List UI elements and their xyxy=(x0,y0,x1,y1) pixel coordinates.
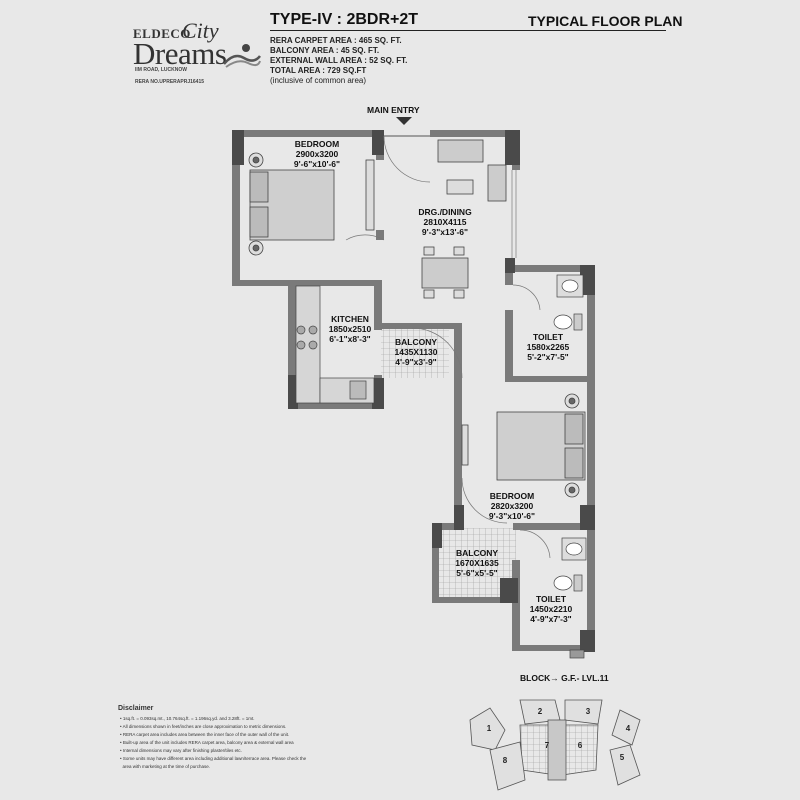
logo-road: IIM ROAD, LUCKNOW xyxy=(135,67,187,73)
toilet2-fixtures xyxy=(519,529,587,659)
logo-swoosh-icon xyxy=(223,44,261,68)
toilet2-label: TOILET 1450x2210 4'-9"x7'-3" xyxy=(522,594,580,624)
bedroom2-metric: 2820x3200 xyxy=(490,501,534,511)
balcony2-label: BALCONY 1670X1635 5'-6"x5'-5" xyxy=(446,548,508,578)
block-2-label: 2 xyxy=(538,707,543,716)
drg-dining-metric: 2810X4115 xyxy=(423,217,467,227)
block-7-label: 7 xyxy=(545,741,550,750)
bedroom1-imperial: 9'-6"x10'-6" xyxy=(293,159,341,169)
disclaimer-heading: Disclaimer xyxy=(118,705,154,712)
toilet2-metric: 1450x2210 xyxy=(529,604,573,614)
kitchen-furniture xyxy=(295,285,463,404)
kitchen-metric: 1850x2510 xyxy=(328,324,372,334)
plan-title: TYPICAL FLOOR PLAN xyxy=(528,13,683,29)
living-furniture xyxy=(421,139,517,299)
disclaimer-item: • All dimensions shown in feet/inches ar… xyxy=(120,724,287,729)
balcony2-name: BALCONY xyxy=(455,548,499,558)
key-plan-title: BLOCK→ G.F.- LVL.11 xyxy=(520,673,609,683)
disclaimer-item: • Built-up area of the unit includes RER… xyxy=(120,740,294,745)
balcony1-imperial: 4'-9"x3'-9" xyxy=(395,357,437,367)
toilet1-fixtures xyxy=(512,274,584,331)
header-divider xyxy=(270,30,666,31)
kitchen-imperial: 6'-1"x8'-3" xyxy=(329,334,371,344)
walls xyxy=(232,130,595,651)
block-3-label: 3 xyxy=(586,707,591,716)
disclaimer-item: • 1sq.ft. = 0.093sq.mt., 10.764sq.ft. = … xyxy=(120,716,255,721)
unit-type-title: TYPE-IV : 2BDR+2T xyxy=(270,11,419,28)
balcony1-label: BALCONY 1435X1130 4'-9"x3'-9" xyxy=(386,337,446,367)
logo-dreams: Dreams xyxy=(133,36,227,71)
block-1-label: 1 xyxy=(487,724,492,733)
block-6-label: 6 xyxy=(578,741,583,750)
logo-city: City xyxy=(182,18,219,43)
area-note: (inclusive of common area) xyxy=(270,76,367,85)
disclaimer-item: • Internal dimensions may vary after fin… xyxy=(120,748,242,753)
bedroom1-furniture xyxy=(248,152,385,256)
toilet1-label: TOILET 1580x2265 5'-2"x7'-5" xyxy=(518,332,578,362)
rera-carpet-area: RERA CARPET AREA : 465 SQ. FT. xyxy=(270,36,402,45)
drg-dining-label: DRG./DINING 2810X4115 9'-3"x13'-6" xyxy=(410,207,480,237)
key-plan-labels: 1 2 3 4 5 6 7 8 xyxy=(487,707,631,765)
external-wall-area: EXTERNAL WALL AREA : 52 SQ. FT. xyxy=(270,56,408,65)
bedroom2-label: BEDROOM 2820x3200 9'-3"x10'-6" xyxy=(477,491,547,521)
kitchen-name: KITCHEN xyxy=(331,314,369,324)
balcony1-name: BALCONY xyxy=(394,337,438,347)
block-8-label: 8 xyxy=(503,756,508,765)
toilet1-name: TOILET xyxy=(532,332,564,342)
balcony1-tiles xyxy=(381,328,449,378)
bedroom1-label: BEDROOM 2900x3200 9'-6"x10'-6" xyxy=(282,139,352,169)
disclaimer: Disclaimer • 1sq.ft. = 0.093sq.mt., 10.7… xyxy=(118,705,358,771)
balcony2-imperial: 5'-6"x5'-5" xyxy=(456,568,498,578)
toilet1-metric: 1580x2265 xyxy=(526,342,570,352)
kitchen-label: KITCHEN 1850x2510 6'-1"x8'-3" xyxy=(320,314,380,344)
block-4-label: 4 xyxy=(626,724,631,733)
disclaimer-item: • RERA carpet area includes area between… xyxy=(120,732,290,737)
bedroom2-furniture xyxy=(461,393,586,524)
area-summary: RERA CARPET AREA : 465 SQ. FT. BALCONY A… xyxy=(270,36,407,86)
bedroom2-imperial: 9'-3"x10'-6" xyxy=(488,511,536,521)
columns xyxy=(232,130,595,652)
bedroom1-name: BEDROOM xyxy=(294,139,340,149)
block-5-label: 5 xyxy=(620,753,625,762)
toilet2-imperial: 4'-9"x7'-3" xyxy=(530,614,572,624)
total-area: TOTAL AREA : 729 SQ.FT xyxy=(270,66,367,75)
main-entry-label: MAIN ENTRY xyxy=(367,105,420,115)
rera-number: RERA NO.UPRERAPRJ16415 xyxy=(135,79,205,85)
balcony2-metric: 1670X1635 xyxy=(455,558,499,568)
key-plan xyxy=(469,699,641,791)
drg-dining-imperial: 9'-3"x13'-6" xyxy=(421,227,469,237)
balcony-area: BALCONY AREA : 45 SQ. FT. xyxy=(270,46,380,55)
balcony1-metric: 1435X1130 xyxy=(394,347,438,357)
bedroom1-metric: 2900x3200 xyxy=(295,149,339,159)
logo-brand: ELDECO xyxy=(133,26,191,41)
toilet2-name: TOILET xyxy=(535,594,567,604)
disclaimer-item: • Some units may have different area inc… xyxy=(120,756,307,761)
disclaimer-item: area with marketing at the time of purch… xyxy=(122,764,211,769)
bedroom2-name: BEDROOM xyxy=(489,491,535,501)
entry-arrow-icon xyxy=(396,117,412,125)
toilet1-imperial: 5'-2"x7'-5" xyxy=(527,352,569,362)
drg-dining-name: DRG./DINING xyxy=(418,207,472,217)
